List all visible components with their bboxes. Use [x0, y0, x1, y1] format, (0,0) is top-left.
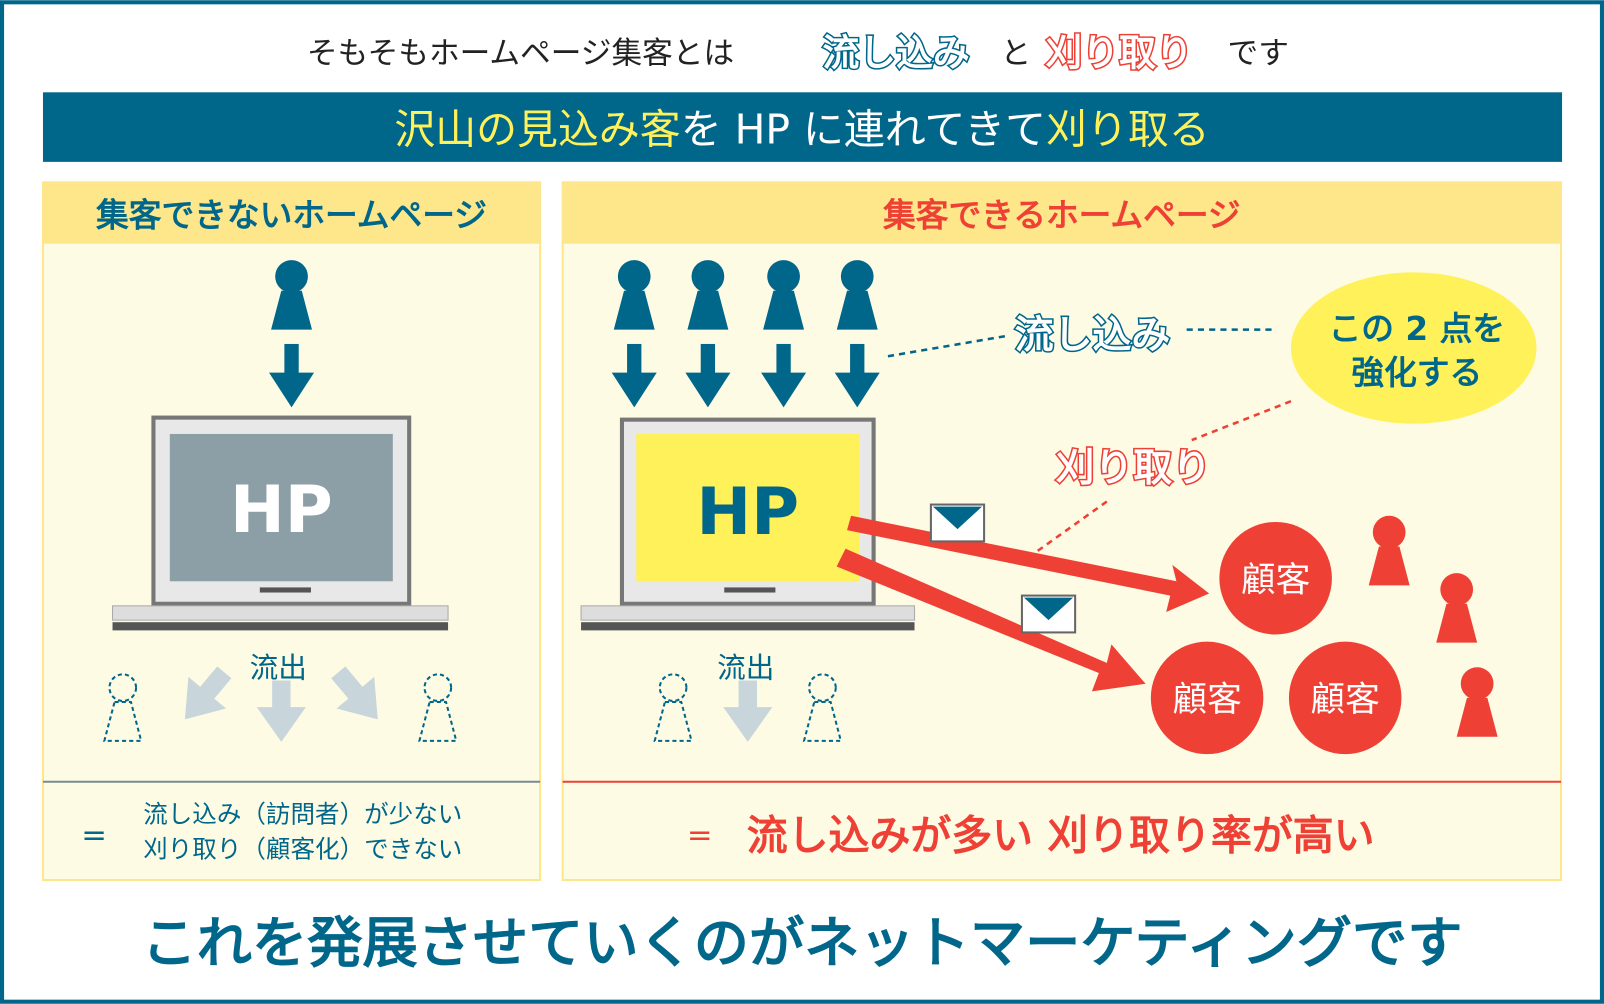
right-summary: 流し込みが多い 刈り取り率が高い [747, 811, 1375, 859]
intro-connector: と [1000, 37, 1031, 72]
laptop-icon [580, 417, 916, 631]
right-panel: 集客できるホームページ HP 流出 流し込み この 2 点を 強化する 刈り取り [561, 181, 1563, 882]
banner-part2: を HP に連れてきて [681, 105, 1046, 153]
intro-line: そもそもホームページ集客とは 流し込み と 刈り取り です [307, 30, 1289, 76]
left-equals: = [81, 818, 107, 853]
harvest-label: 刈り取り [1056, 446, 1211, 491]
customer-label: 顧客 [1310, 680, 1380, 720]
left-summary-line1: 流し込み（訪問者）が少ない [143, 800, 462, 829]
customer-circle [1150, 521, 1402, 755]
banner [42, 92, 1563, 162]
right-outflow-label: 流出 [717, 650, 774, 684]
footer-text: これを発展させていくのがネットマーケティングです [142, 912, 1463, 976]
left-screen-label: HP [230, 472, 333, 548]
banner-text: 沢山の見込み客を HP に連れてきて刈り取る [394, 105, 1209, 153]
inflow-label: 流し込み [1015, 313, 1170, 358]
right-equals: = [687, 818, 713, 853]
right-panel-title: 集客できるホームページ [882, 196, 1241, 234]
left-summary-line2: 刈り取り（顧客化）できない [143, 834, 462, 863]
customer-label: 顧客 [1172, 680, 1242, 720]
banner-part1: 沢山の見込み客 [394, 105, 680, 153]
left-panel-title: 集客できないホームページ [95, 196, 487, 234]
customer-label: 顧客 [1241, 561, 1311, 601]
callout-line2: 強化する [1351, 354, 1482, 392]
intro-keyword-inflow: 流し込み [822, 32, 969, 75]
left-panel: 集客できないホームページ HP 流出 = 流し込み（訪問者）が少ない 刈り取り（… [41, 181, 542, 882]
laptop-icon [112, 415, 449, 631]
right-screen-label: HP [696, 474, 799, 550]
left-outflow-label: 流出 [250, 650, 307, 684]
banner-part3: 刈り取る [1046, 105, 1210, 153]
intro-tail: です [1228, 37, 1289, 72]
intro-lead: そもそもホームページ集客とは [307, 37, 734, 72]
intro-keyword-harvest: 刈り取り [1045, 32, 1192, 75]
callout-line1: この 2 点を [1329, 310, 1505, 348]
callout-bubble [1290, 272, 1537, 424]
